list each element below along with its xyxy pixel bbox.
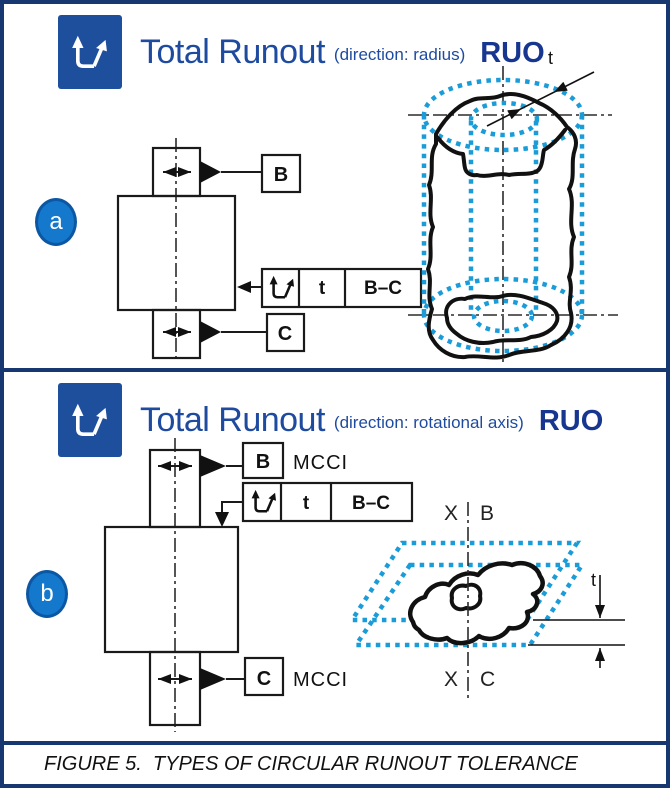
top-face-rim bbox=[436, 128, 567, 178]
datum-c-note: MCCI bbox=[293, 669, 348, 691]
shaft-body bbox=[103, 525, 240, 654]
feature-control-frame: t B–C bbox=[237, 267, 423, 309]
axis-top-datum: B bbox=[480, 502, 494, 525]
tolerance-zone-planes: X B X C t bbox=[347, 502, 625, 700]
datum-b: B MCCI bbox=[200, 441, 348, 480]
panel-b-subtitle: (direction: rotational axis) bbox=[333, 413, 524, 432]
inner-zone-bottom-ellipse bbox=[471, 298, 535, 334]
datum-c-label: C bbox=[278, 323, 292, 345]
datum-b-label: B bbox=[274, 164, 288, 186]
total-runout-icon bbox=[250, 488, 278, 513]
fcf-datum-ref: B–C bbox=[352, 493, 390, 514]
fcf-leader bbox=[221, 501, 243, 514]
datum-triangle-icon bbox=[200, 161, 221, 183]
panel-a: B C t B–C bbox=[4, 4, 666, 372]
panel-a-drawing: B C t B–C bbox=[116, 48, 618, 362]
actual-surface-blob bbox=[407, 560, 545, 646]
zone-width-label: t bbox=[591, 570, 596, 590]
surface-inner-contour bbox=[449, 582, 483, 612]
fcf-tolerance-value: t bbox=[303, 493, 310, 514]
actual-surface-outline bbox=[426, 92, 578, 360]
panel-b-header: Total Runout (direction: rotational axis… bbox=[58, 383, 603, 457]
panel-b-title: Total Runout bbox=[140, 400, 325, 439]
axis-bottom-x: X bbox=[444, 668, 458, 691]
panel-b-code: RUO bbox=[538, 404, 604, 437]
tolerance-zone-boundaries bbox=[421, 77, 585, 354]
actual-surface bbox=[426, 92, 578, 360]
datum-triangle-icon bbox=[200, 668, 226, 690]
fcf-datum-ref: B–C bbox=[364, 278, 402, 299]
datum-c-label: C bbox=[257, 668, 271, 690]
total-runout-icon bbox=[58, 15, 122, 89]
shaft-part-drawing bbox=[116, 138, 237, 362]
figure-caption: FIGURE 5. TYPES OF CIRCULAR RUNOUT TOLER… bbox=[4, 745, 666, 784]
fcf-leader-arrowhead bbox=[215, 512, 229, 527]
panel-a-code: RUO bbox=[480, 36, 545, 69]
outer-zone-bottom-ellipse bbox=[421, 276, 585, 354]
fcf-box bbox=[260, 267, 423, 309]
axis-bottom-datum: C bbox=[480, 668, 495, 691]
feature-control-frame: t B–C bbox=[215, 481, 414, 527]
tolerance-zone-3d: t bbox=[408, 48, 618, 362]
upper-zone-plane bbox=[347, 540, 582, 623]
datum-c: C bbox=[200, 312, 306, 353]
panel-b-drawing: B MCCI t B–C C MCCI bbox=[103, 438, 625, 732]
panel-a-header: Total Runout (direction: radius) RUO bbox=[58, 15, 545, 89]
datum-b-box bbox=[241, 441, 285, 480]
panel-b: B MCCI t B–C C MCCI bbox=[4, 372, 666, 745]
shaft-part-drawing bbox=[103, 438, 240, 732]
fcf-leader-arrowhead bbox=[237, 281, 251, 293]
datum-b: B bbox=[200, 153, 302, 194]
datum-c: C MCCI bbox=[200, 656, 348, 697]
inner-zone-top-ellipse bbox=[468, 100, 540, 138]
bottom-face-rim bbox=[444, 292, 560, 345]
fcf-box bbox=[241, 481, 414, 523]
total-runout-icon bbox=[58, 383, 122, 457]
panel-a-badge: a bbox=[35, 198, 77, 246]
datum-b-box bbox=[260, 153, 302, 194]
fcf-tolerance-value: t bbox=[319, 278, 326, 299]
datum-b-label: B bbox=[256, 451, 270, 473]
axis-top-x: X bbox=[444, 502, 458, 525]
datum-triangle-icon bbox=[200, 455, 226, 477]
datum-c-box bbox=[243, 656, 285, 697]
total-runout-icon bbox=[268, 274, 296, 299]
zone-width-label: t bbox=[548, 48, 553, 68]
datum-b-note: MCCI bbox=[293, 452, 348, 474]
zone-width-dimension: t bbox=[486, 48, 595, 127]
datum-triangle-icon bbox=[200, 321, 221, 343]
panel-b-badge: b bbox=[26, 570, 68, 618]
datum-c-box bbox=[265, 312, 306, 353]
zone-width-dimension: t bbox=[528, 570, 625, 668]
panel-a-title: Total Runout bbox=[140, 32, 325, 71]
panel-a-subtitle: (direction: radius) bbox=[333, 45, 466, 64]
